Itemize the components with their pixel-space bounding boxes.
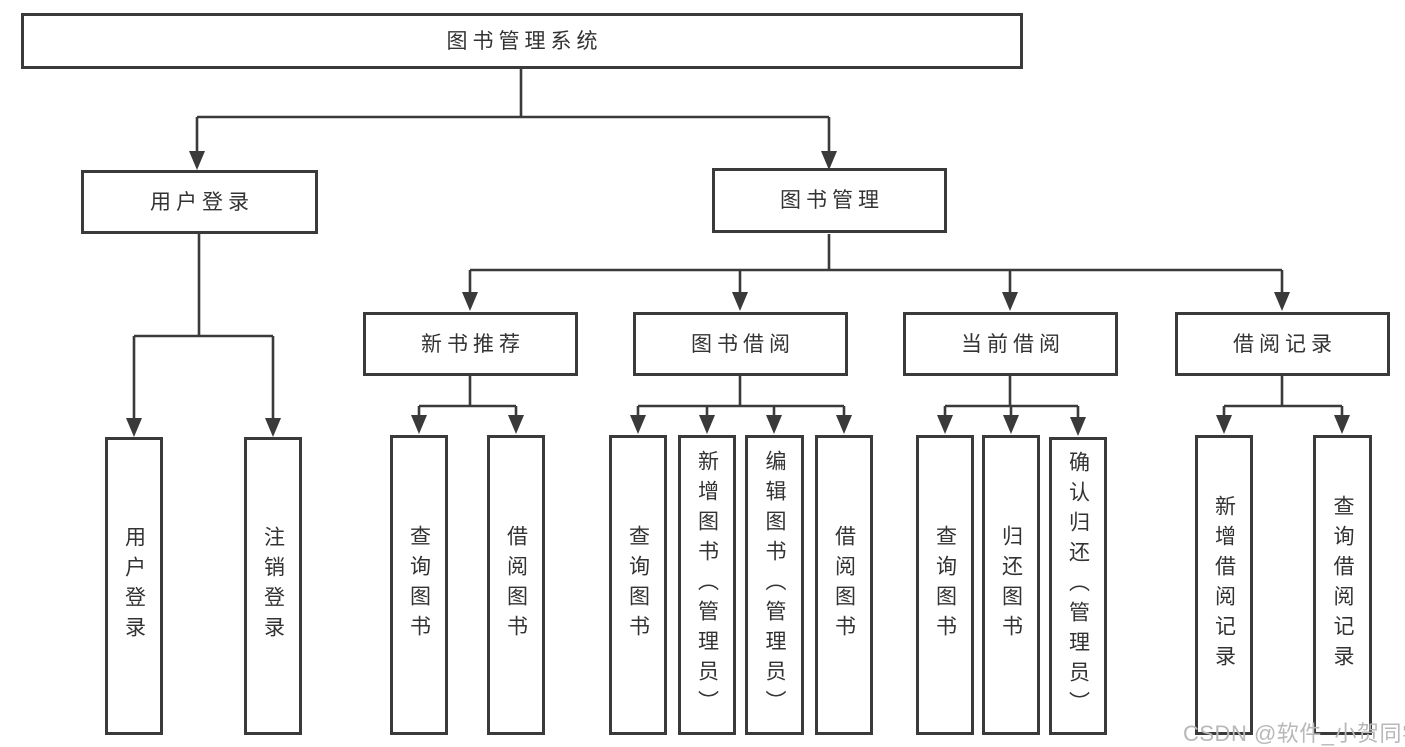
leaf-user-login: 用户登录 <box>105 437 163 735</box>
node-user-login: 用户登录 <box>81 170 318 234</box>
node-book-borrow: 图书借阅 <box>633 312 848 376</box>
leaf-query-books-current: 查询图书 <box>916 435 974 735</box>
leaf-add-books-admin: 新增图书（管理员） <box>678 435 736 735</box>
leaf-query-books-recommend: 查询图书 <box>390 435 448 735</box>
node-root-library-system: 图书管理系统 <box>21 13 1023 69</box>
node-new-book-recommend: 新书推荐 <box>363 312 578 376</box>
leaf-add-borrow-record: 新增借阅记录 <box>1195 435 1253 735</box>
csdn-watermark: CSDN @软件_小贺同学 <box>1183 721 1405 746</box>
arrowheads <box>126 151 1350 437</box>
leaf-query-books-borrow: 查询图书 <box>609 435 667 735</box>
node-borrow-records: 借阅记录 <box>1175 312 1390 376</box>
leaf-borrow-books-recommend: 借阅图书 <box>487 435 545 735</box>
leaf-edit-books-admin: 编辑图书（管理员） <box>745 435 804 735</box>
leaf-query-borrow-record: 查询借阅记录 <box>1313 435 1372 735</box>
node-current-borrow: 当前借阅 <box>903 312 1118 376</box>
leaf-logout: 注销登录 <box>244 437 302 735</box>
leaf-confirm-return-admin: 确认归还（管理员） <box>1049 437 1107 735</box>
leaf-borrow-books: 借阅图书 <box>815 435 873 735</box>
node-book-management: 图书管理 <box>712 168 947 233</box>
leaf-return-books: 归还图书 <box>982 435 1040 735</box>
